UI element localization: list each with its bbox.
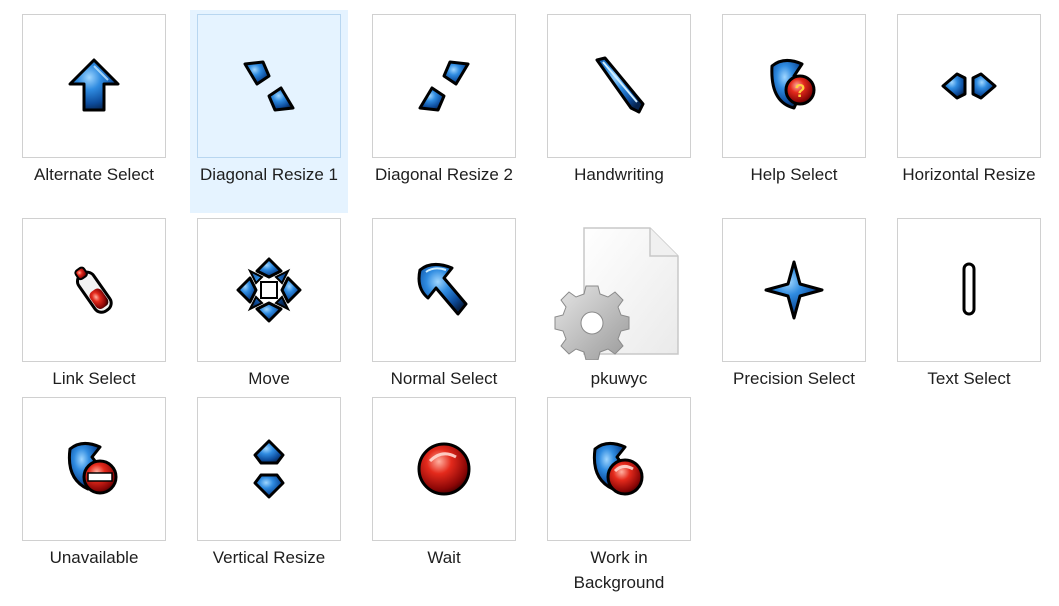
file-label: Handwriting	[574, 165, 664, 184]
file-item-precision-select[interactable]: Precision Select	[715, 214, 873, 391]
file-label: Precision Select	[733, 369, 855, 388]
file-item-text-select[interactable]: Text Select	[890, 214, 1048, 391]
file-label: Normal Select	[390, 369, 498, 388]
file-label: Move	[248, 369, 290, 388]
file-label: pkuwyc	[590, 369, 648, 388]
file-label: Work in Background	[573, 548, 665, 592]
file-label: Horizontal Resize	[902, 165, 1036, 184]
file-label: Vertical Resize	[212, 548, 326, 567]
file-item-work-in-background[interactable]: Work in Background	[540, 393, 698, 595]
file-item-help-select[interactable]: ? Help Select	[715, 10, 873, 187]
file-item-wait[interactable]: Wait	[365, 393, 523, 570]
file-item-handwriting[interactable]: Handwriting	[540, 10, 698, 187]
file-label: Alternate Select	[33, 165, 154, 184]
file-label: Help Select	[750, 165, 838, 184]
file-item-link-select[interactable]: Link Select	[15, 214, 173, 391]
file-label: Text Select	[927, 369, 1011, 388]
file-item-diagonal-resize-1[interactable]: Diagonal Resize 1	[190, 10, 348, 213]
file-item-normal-select[interactable]: Normal Select	[365, 214, 523, 391]
file-item-pkuwyc[interactable]: pkuwyc	[540, 214, 698, 391]
file-item-vertical-resize[interactable]: Vertical Resize	[190, 393, 348, 570]
file-item-move[interactable]: Move	[190, 214, 348, 391]
help-select-cursor-icon: ?	[722, 14, 866, 158]
wait-cursor-icon	[372, 397, 516, 541]
unavailable-cursor-icon	[22, 397, 166, 541]
file-label: Diagonal Resize 1	[200, 165, 338, 184]
file-item-diagonal-resize-2[interactable]: Diagonal Resize 2	[365, 10, 523, 187]
work-in-background-cursor-icon	[547, 397, 691, 541]
svg-text:?: ?	[795, 81, 806, 101]
file-item-alternate-select[interactable]: Alternate Select	[15, 10, 173, 187]
diagonal-resize-1-cursor-icon	[197, 14, 341, 158]
precision-select-cursor-icon	[722, 218, 866, 362]
move-cursor-icon	[197, 218, 341, 362]
settings-file-icon	[547, 218, 691, 362]
handwriting-cursor-icon	[547, 14, 691, 158]
file-item-horizontal-resize[interactable]: Horizontal Resize	[890, 10, 1048, 187]
normal-select-cursor-icon	[372, 218, 516, 362]
horizontal-resize-cursor-icon	[897, 14, 1041, 158]
vertical-resize-cursor-icon	[197, 397, 341, 541]
diagonal-resize-2-cursor-icon	[372, 14, 516, 158]
file-label: Link Select	[52, 369, 136, 388]
file-label: Wait	[427, 548, 461, 567]
alternate-select-cursor-icon	[22, 14, 166, 158]
link-select-cursor-icon	[22, 218, 166, 362]
text-select-cursor-icon	[897, 218, 1041, 362]
file-label: Diagonal Resize 2	[375, 165, 513, 184]
file-item-unavailable[interactable]: Unavailable	[15, 393, 173, 570]
file-label: Unavailable	[49, 548, 139, 567]
